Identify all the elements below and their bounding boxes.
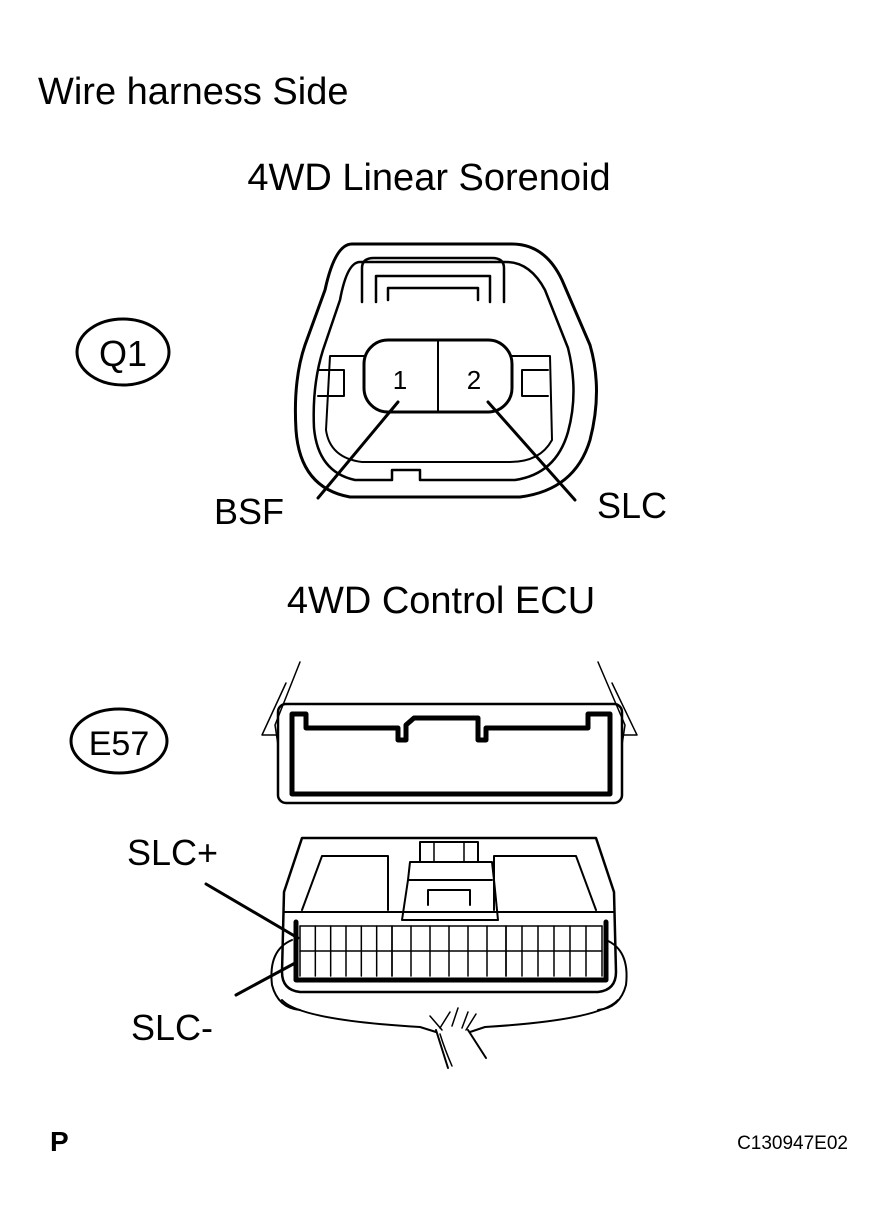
label-bsf: BSF — [214, 491, 284, 532]
connector-q1-housing — [293, 242, 598, 499]
connector-q1-pin-2: 2 — [467, 365, 481, 395]
page-heading: Wire harness Side — [38, 71, 348, 113]
leader-line-slc — [486, 400, 577, 502]
leader-line-slc-minus — [234, 960, 299, 997]
figure-id: C130947E02 — [737, 1133, 848, 1154]
ecu-receptacle — [261, 661, 638, 805]
connector-q1-title: 4WD Linear Sorenoid — [247, 157, 610, 199]
connector-e57-code: E57 — [89, 725, 150, 763]
pin-grid — [299, 925, 603, 977]
connector-q1-code: Q1 — [99, 333, 147, 374]
leader-line-slc-plus — [204, 882, 300, 940]
connector-e57-title: 4WD Control ECU — [287, 580, 595, 622]
leader-line-bsf — [316, 400, 400, 500]
connector-q1-pin-1: 1 — [393, 365, 407, 395]
footer-mark: P — [50, 1126, 69, 1157]
label-slc-minus: SLC- — [131, 1007, 213, 1048]
harness-connector-e57 — [270, 836, 628, 1069]
connector-q1-code-badge: Q1 — [75, 317, 171, 387]
label-slc: SLC — [597, 485, 667, 526]
label-slc-plus: SLC+ — [127, 832, 218, 873]
connector-e57-code-badge: E57 — [69, 707, 169, 775]
